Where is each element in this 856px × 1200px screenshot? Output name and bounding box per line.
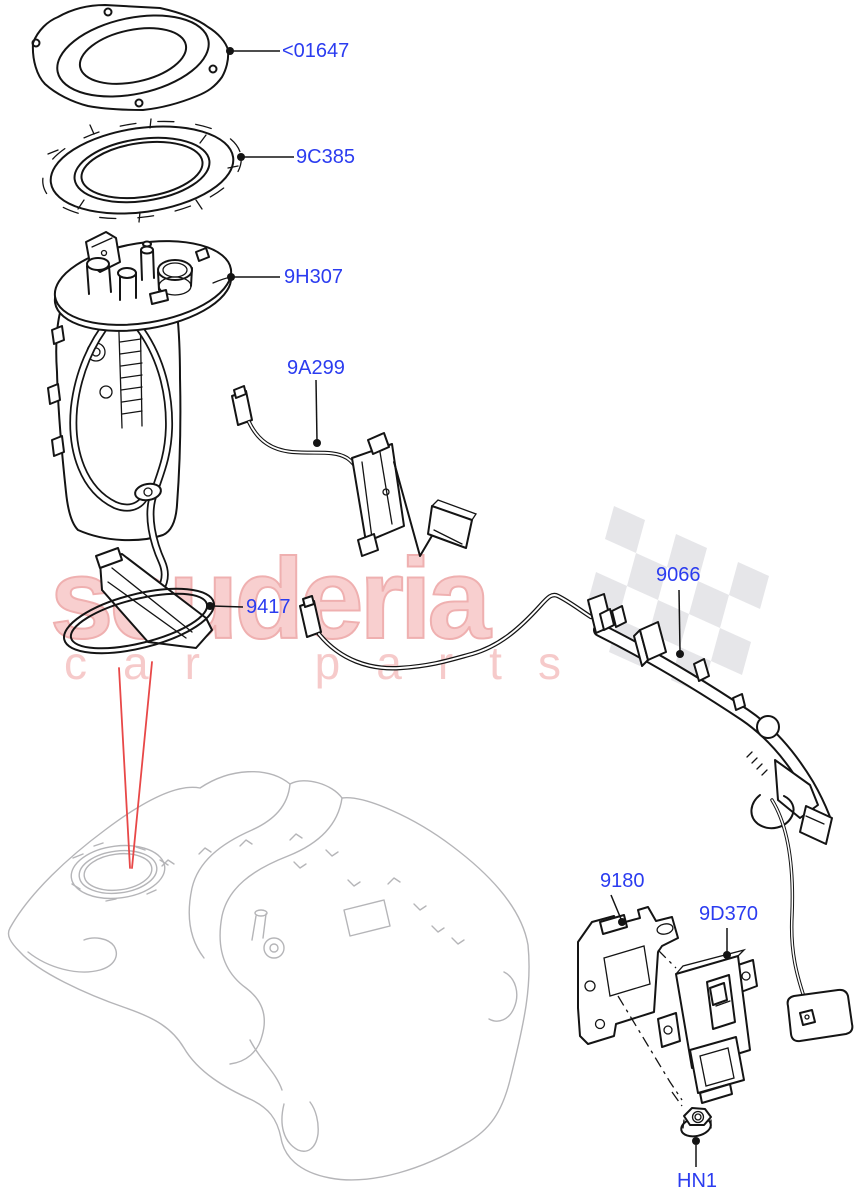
callout-9A299[interactable]: 9A299 [287,357,345,379]
part-lock-ring [42,118,242,223]
part-fuel-level-sender [231,385,477,557]
callout-9D370[interactable]: 9D370 [699,903,758,925]
part-flange-nut [671,1091,712,1138]
part-fuel-pump-module [47,231,233,649]
seal-position-arrows [118,661,153,869]
callout-9180[interactable]: 9180 [600,870,645,892]
callout-HN1[interactable]: HN1 [677,1170,718,1192]
callout-9C385[interactable]: 9C385 [296,146,355,168]
part-fuel-pump-control-module [657,948,758,1104]
fuel-tank-drawing [7,770,530,1181]
callout-leaders [206,47,731,1167]
callout-01647[interactable]: <01647 [282,40,350,62]
callout-9417[interactable]: 9417 [246,596,291,618]
part-mounting-plate [31,4,230,111]
callout-9H307[interactable]: 9H307 [284,266,343,288]
part-mounting-bracket [577,906,683,1101]
part-tube-and-wiring [299,592,854,1043]
callout-9066[interactable]: 9066 [656,564,701,586]
